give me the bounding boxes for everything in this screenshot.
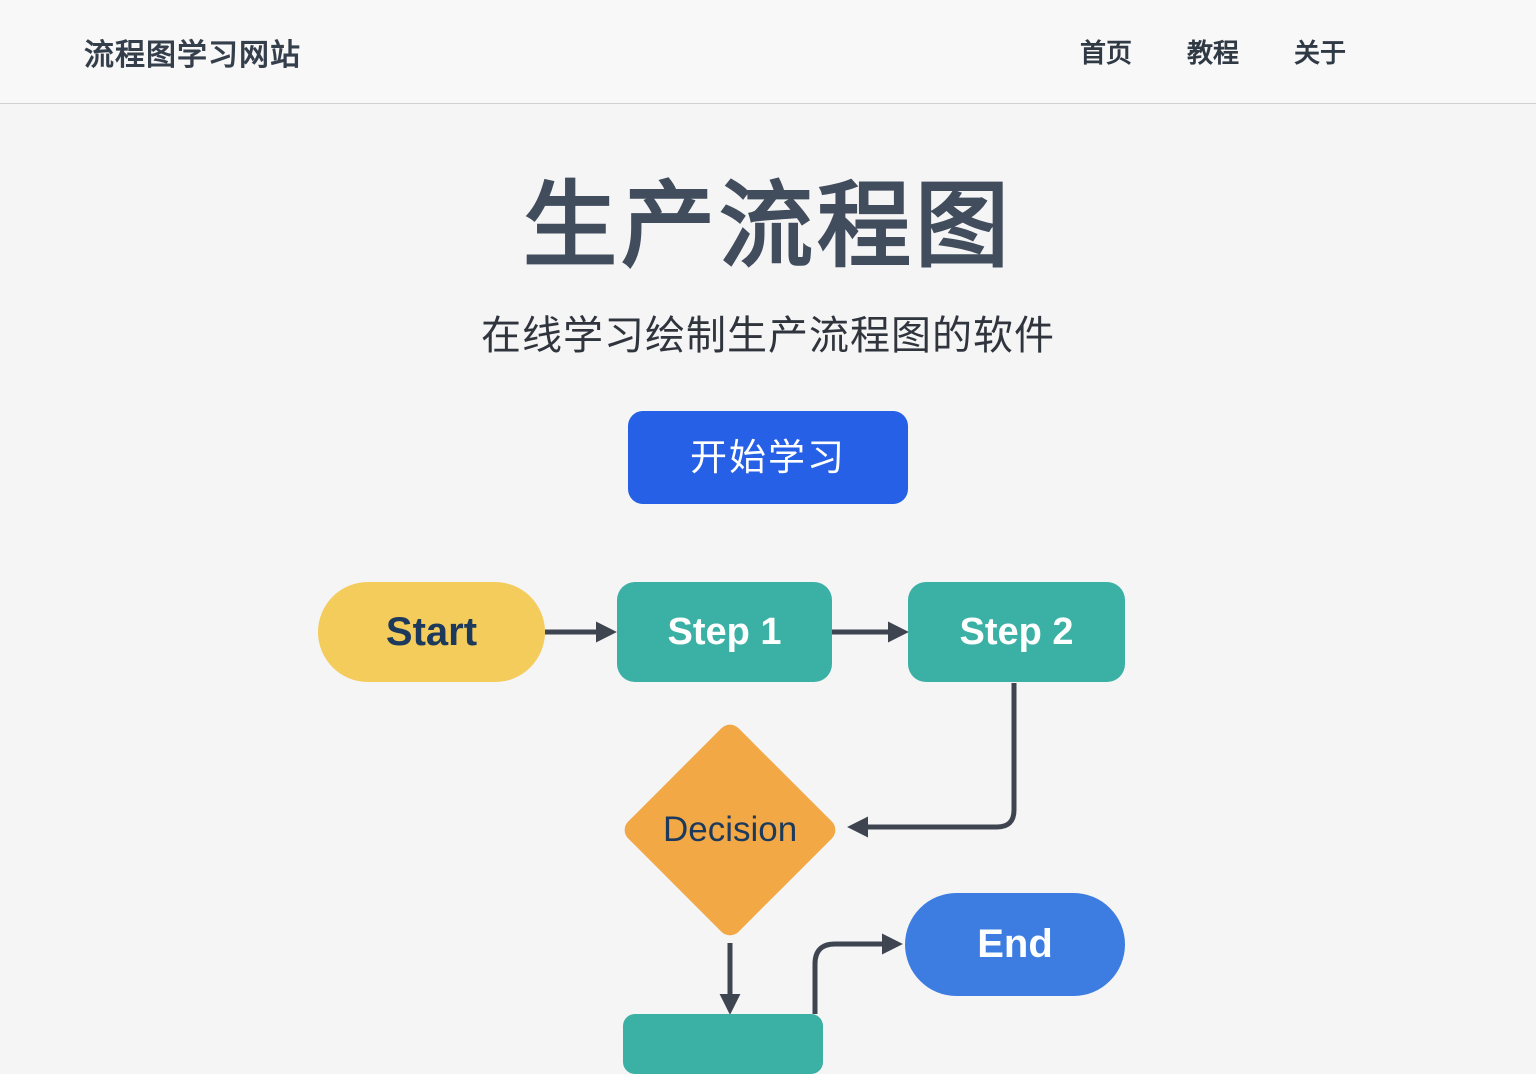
flow-node-start: Start (318, 582, 545, 682)
edge-step2-decision (847, 683, 1017, 838)
page-subtitle: 在线学习绘制生产流程图的软件 (481, 314, 1055, 359)
flow-node-step2: Step 2 (908, 582, 1125, 682)
flow-node-start-label: Start (385, 609, 478, 654)
flow-node-decision-label: Decision (662, 809, 798, 849)
edge-process-end (812, 933, 903, 1014)
page-title: 生产流程图 (522, 173, 1013, 278)
hero-section: 生产流程图 在线学习绘制生产流程图的软件 开始学习 (0, 104, 1536, 505)
flow-node-end: End (905, 893, 1125, 996)
main-nav: 首页 教程 关于 (1080, 33, 1346, 70)
flow-node-step1: Step 1 (617, 582, 832, 682)
nav-item-tutorials[interactable]: 教程 (1186, 38, 1239, 68)
flow-node-step2-label: Step 2 (959, 610, 1074, 653)
flow-node-end-label: End (977, 922, 1053, 966)
nav-item-home[interactable]: 首页 (1079, 38, 1132, 68)
header: 流程图学习网站 首页 教程 关于 (0, 0, 1536, 104)
start-learning-button[interactable]: 开始学习 (628, 411, 908, 505)
site-logo: 流程图学习网站 (84, 38, 301, 72)
flow-node-step1-label: Step 1 (667, 610, 782, 653)
nav-item-about[interactable]: 关于 (1293, 38, 1346, 68)
flow-node-decision: Decision (619, 719, 841, 941)
flow-node-process-partial (623, 1014, 823, 1074)
